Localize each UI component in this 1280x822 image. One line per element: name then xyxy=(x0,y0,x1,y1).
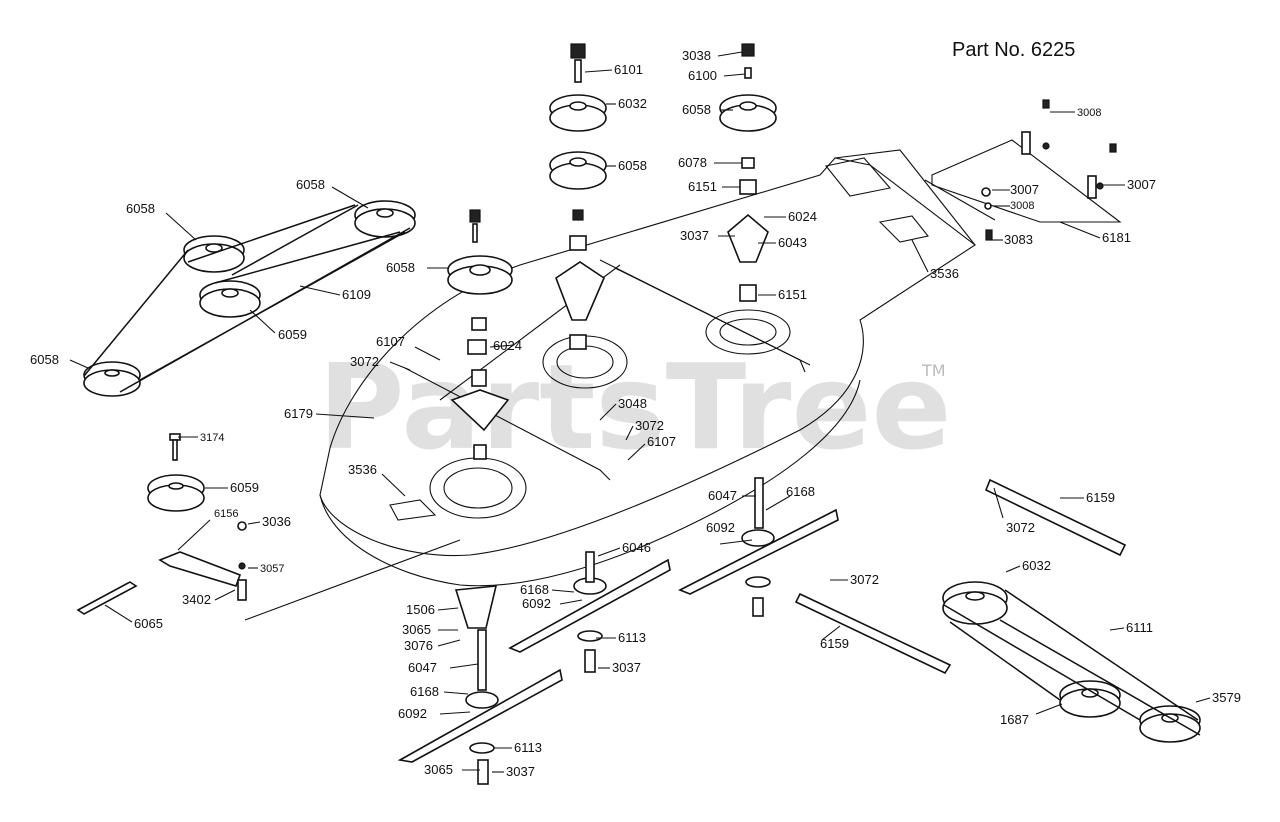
label-3007: 3007 xyxy=(1127,177,1156,192)
label-3037: 3037 xyxy=(506,764,535,779)
leader-lines xyxy=(69,51,1211,773)
label-6151: 6151 xyxy=(688,179,717,194)
label-6058: 6058 xyxy=(682,102,711,117)
label-6032: 6032 xyxy=(618,96,647,111)
label-3174: 3174 xyxy=(200,432,224,444)
left-idler-assembly xyxy=(76,433,247,615)
part-number-title: Part No. 6225 xyxy=(952,39,1075,61)
label-6101: 6101 xyxy=(614,62,643,77)
label-6024: 6024 xyxy=(493,338,522,353)
label-6092: 6092 xyxy=(398,706,427,721)
label-6179: 6179 xyxy=(284,406,313,421)
label-3065: 3065 xyxy=(424,762,453,777)
label-6058: 6058 xyxy=(618,158,647,173)
label-3065: 3065 xyxy=(402,622,431,637)
label-6047: 6047 xyxy=(408,660,437,675)
label-6107: 6107 xyxy=(647,434,676,449)
label-6156: 6156 xyxy=(214,508,238,520)
label-6092: 6092 xyxy=(706,520,735,535)
label-3402: 3402 xyxy=(182,592,211,607)
label-6032: 6032 xyxy=(1022,558,1051,573)
label-3072: 3072 xyxy=(1006,520,1035,535)
label-3579: 3579 xyxy=(1212,690,1241,705)
label-3072: 3072 xyxy=(350,354,379,369)
label-3536: 3536 xyxy=(348,462,377,477)
mower-deck xyxy=(244,149,976,621)
label-6168: 6168 xyxy=(410,684,439,699)
label-6058: 6058 xyxy=(30,352,59,367)
label-6046: 6046 xyxy=(622,540,651,555)
label-3037: 3037 xyxy=(612,660,641,675)
label-3008: 3008 xyxy=(1010,200,1034,212)
label-6024: 6024 xyxy=(788,209,817,224)
watermark-tm: TM xyxy=(921,361,946,380)
label-1687: 1687 xyxy=(1000,712,1029,727)
label-3007: 3007 xyxy=(1010,182,1039,197)
label-6092: 6092 xyxy=(522,596,551,611)
label-3536: 3536 xyxy=(930,266,959,281)
label-3072: 3072 xyxy=(635,418,664,433)
label-6181: 6181 xyxy=(1102,230,1131,245)
label-6111: 6111 xyxy=(1126,620,1153,635)
label-3076: 3076 xyxy=(404,638,433,653)
label-3008: 3008 xyxy=(1077,107,1101,119)
label-6159: 6159 xyxy=(820,636,849,651)
label-6058: 6058 xyxy=(386,260,415,275)
label-6059: 6059 xyxy=(230,480,259,495)
label-6100: 6100 xyxy=(688,68,717,83)
label-6113: 6113 xyxy=(514,740,542,755)
label-6058: 6058 xyxy=(126,201,155,216)
label-3036: 3036 xyxy=(262,514,291,529)
label-3048: 3048 xyxy=(618,396,647,411)
label-3037: 3037 xyxy=(680,228,709,243)
label-6043: 6043 xyxy=(778,235,807,250)
label-3072: 3072 xyxy=(850,572,879,587)
label-6168: 6168 xyxy=(520,582,549,597)
label-1506: 1506 xyxy=(406,602,435,617)
label-6059: 6059 xyxy=(278,327,307,342)
label-6078: 6078 xyxy=(678,155,707,170)
label-6107: 6107 xyxy=(376,334,405,349)
label-6047: 6047 xyxy=(708,488,737,503)
left-spindle-stack xyxy=(447,209,513,460)
blades xyxy=(397,477,839,785)
center-spindle-stack xyxy=(549,43,607,350)
label-3057: 3057 xyxy=(260,563,284,575)
label-6151: 6151 xyxy=(778,287,807,302)
label-3083: 3083 xyxy=(1004,232,1033,247)
label-6065: 6065 xyxy=(134,616,163,631)
left-belt-assembly xyxy=(83,200,416,397)
part-labels: 6101 6032 6058 3038 6100 6058 6078 6151 … xyxy=(30,48,1241,779)
label-6113: 6113 xyxy=(618,630,646,645)
label-6109: 6109 xyxy=(342,287,371,302)
label-6159: 6159 xyxy=(1086,490,1115,505)
label-3038: 3038 xyxy=(682,48,711,63)
top-right-bracket xyxy=(924,99,1122,241)
label-6168: 6168 xyxy=(786,484,815,499)
right-spindle-stack xyxy=(719,43,777,302)
right-belt-assembly xyxy=(794,478,1201,743)
label-6058: 6058 xyxy=(296,177,325,192)
